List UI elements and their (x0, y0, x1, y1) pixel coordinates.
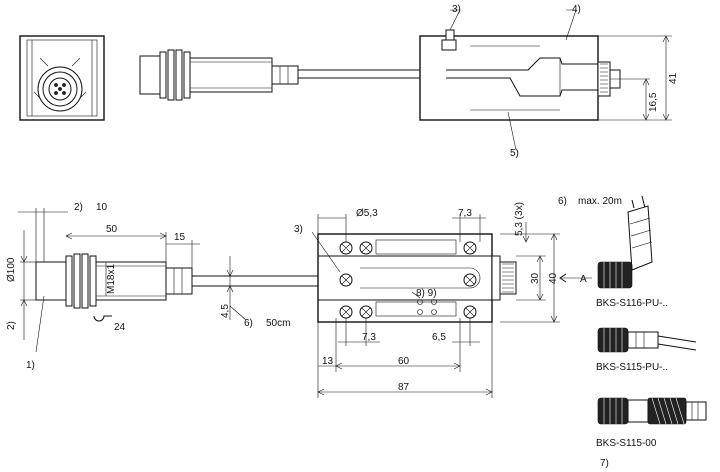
front-view-square (19, 35, 105, 121)
ref-4-top: 4) (572, 4, 581, 15)
ref-1: 1) (26, 360, 35, 371)
ref-7: 7) (600, 458, 609, 469)
connector-straight-cable (597, 327, 697, 353)
dim-10: 10 (96, 202, 108, 213)
ref-5-top: 5) (510, 148, 519, 159)
ref-2-left: 2) (6, 321, 17, 330)
dim-13: 13 (322, 356, 334, 367)
dim-87: 87 (398, 382, 410, 393)
ref-6-max: 6) (558, 196, 567, 207)
dim-50: 50 (106, 224, 118, 235)
cable-length: 50cm (266, 318, 290, 329)
dim-41: 41 (668, 72, 679, 84)
dim-4-5: 4,5 (220, 304, 231, 318)
ref-6-cable: 6) (244, 318, 253, 329)
amplifier-plan-view (311, 214, 592, 398)
ref-3-mid: 3) (294, 224, 303, 235)
dim-16-5: 16,5 (648, 92, 659, 112)
connector-label-2: BKS-S115-PU-.. (596, 362, 668, 373)
dim-6-5: 6,5 (432, 332, 446, 343)
max-length: max. 20m (578, 196, 622, 207)
ref-2-10: 2) (74, 202, 83, 213)
dim-40: 40 (548, 272, 559, 284)
sensor-side-view-top (139, 49, 420, 101)
m18x1: M18x1 (106, 264, 117, 294)
sw-24: 24 (114, 322, 126, 333)
connector-label-3: BKS-S115-00 (596, 438, 657, 449)
sensor-dimensioned-view (18, 208, 318, 353)
dim-15: 15 (174, 232, 186, 243)
connector-field-wireable (597, 397, 707, 425)
connector-label-1: BKS-S116-PU-.. (596, 298, 668, 309)
amplifier-side-view (419, 9, 672, 151)
view-a: A (580, 274, 587, 285)
dim-30: 30 (530, 272, 541, 284)
dia-100: Ø100 (6, 257, 17, 282)
ref-8-9: 8) 9) (416, 288, 437, 299)
dim-60: 60 (398, 356, 410, 367)
dim-7-3-top: 7,3 (458, 208, 472, 219)
connector-angled (597, 195, 653, 289)
ref-3-top: 3) (452, 4, 461, 15)
dim-5-3-3x: 5,3 (3x) (514, 202, 525, 236)
dim-7-3-bot: 7,3 (362, 332, 376, 343)
dia-5-3: Ø5,3 (356, 208, 378, 219)
